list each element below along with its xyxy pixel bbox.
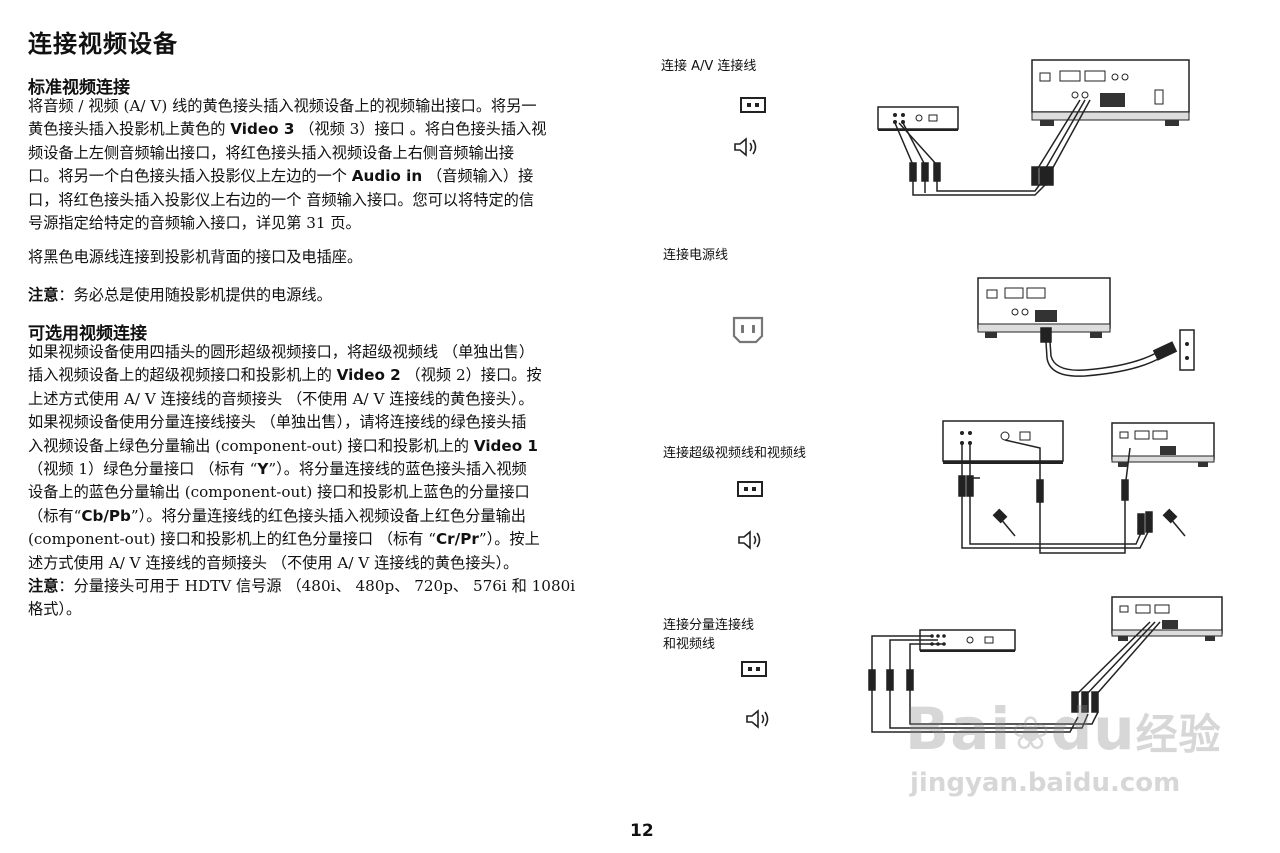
bold-term: Audio in — [351, 167, 423, 186]
standard-paragraph: 将音频 / 视频 (A/ V) 线的黄色接头插入视频设备上的视频输出接口。将另一… — [28, 95, 622, 235]
section-heading-standard: 标准视频连接 — [28, 78, 130, 98]
video-device-illustration — [877, 106, 959, 131]
text-line: 号源指定给特定的音频输入接口，详见第 31 页。 — [28, 214, 361, 233]
video-device-illustration — [919, 629, 1016, 652]
note-text: ：分量接头可用于 HDTV 信号源 （480i、 480p、 720p、 576… — [58, 577, 576, 595]
text-run: （视频 2）接口。按 — [400, 366, 542, 385]
text-line: （标有“Cb/Pb”）。将分量连接线的红色接头插入视频设备上红色分量输出 — [28, 505, 622, 528]
bold-term: Cr/Pr — [436, 530, 479, 549]
bold-term: Y — [257, 460, 269, 479]
caption-component-line1: 连接分量连接线 — [663, 618, 755, 633]
video-jack-icon — [737, 481, 763, 497]
component-connection-diagram — [868, 596, 1223, 733]
power-note: 注意：务必总是使用随投影机提供的电源线。 — [28, 284, 622, 307]
video-device-illustration — [942, 420, 1064, 464]
projector-illustration — [1111, 422, 1215, 467]
text-run: （音频输入）接 — [422, 167, 534, 186]
watermark-brand-cn: 经验 — [1135, 710, 1222, 759]
note-line: 注意：分量接头可用于 HDTV 信号源 （480i、 480p、 720p、 5… — [28, 575, 622, 598]
power-socket-icon — [732, 316, 764, 344]
caption-component-line2: 和视频线 — [663, 637, 716, 652]
note-line: 格式）。 — [28, 598, 622, 621]
text-line: 插入视频设备上的超级视频接口和投影机上的 Video 2 （视频 2）接口。按 — [28, 364, 622, 387]
text-line: 上述方式使用 A/ V 连接线的音频接头 （不使用 A/ V 连接线的黄色接头）… — [28, 389, 534, 408]
text-line: 设备上的蓝色分量输出 (component-out) 接口和投影机上蓝色的分量接… — [28, 483, 530, 502]
text-run: ”）。按上 — [478, 530, 540, 549]
page-title: 连接视频设备 — [28, 29, 178, 58]
watermark-brand: Bai — [905, 695, 1012, 763]
text-line: 如果视频设备使用四插头的圆形超级视频接口，将超级视频线 （单独出售） — [28, 343, 535, 361]
bold-term: Video 1 — [473, 436, 538, 455]
note-text: ：务必总是使用随投影机提供的电源线。 — [58, 286, 332, 304]
text-run: (component-out) 接口和投影机上的红色分量接口 （标有 “ — [28, 530, 437, 549]
speaker-icon — [738, 530, 761, 550]
watermark-logo: Bai❀du经验 — [905, 695, 1222, 763]
text-run: 口。将另一个白色接头插入投影仪上左边的一个 — [28, 167, 352, 186]
power-cable — [1040, 327, 1178, 377]
av-connection-diagram — [877, 59, 1190, 196]
power-connection-diagram — [977, 277, 1195, 377]
video-jack-icon — [740, 97, 766, 113]
bold-term: Video 3 — [230, 120, 295, 139]
text-line: 口，将红色接头插入投影仪上右边的一个 音频输入接口。您可以将特定的信 — [28, 190, 535, 209]
text-line: 将音频 / 视频 (A/ V) 线的黄色接头插入视频设备上的视频输出接口。将另一 — [28, 97, 537, 115]
caption-power: 连接电源线 — [663, 248, 729, 263]
bold-term: Video 2 — [336, 366, 401, 385]
video-jack-icon — [741, 661, 767, 677]
text-line: 入视频设备上绿色分量输出 (component-out) 接口和投影机上的 Vi… — [28, 435, 622, 458]
text-line: 述方式使用 A/ V 连接线的音频接头 （不使用 A/ V 连接线的黄色接头）。 — [28, 553, 519, 572]
text-line: （视频 1）绿色分量接口 （标有 “Y”）。将分量连接线的蓝色接头插入视频 — [28, 458, 622, 481]
bold-term: Cb/Pb — [81, 506, 131, 525]
section-heading-optional: 可选用视频连接 — [28, 324, 147, 344]
note-label: 注意 — [28, 286, 59, 304]
text-run: （标有“ — [28, 506, 82, 525]
projector-illustration — [1031, 59, 1190, 126]
text-run: （视频 3）接口 。将白色接头插入视 — [294, 120, 547, 139]
av-cable — [894, 99, 1091, 196]
text-line: 口。将另一个白色接头插入投影仪上左边的一个 Audio in （音频输入）接 — [28, 165, 622, 188]
text-line: 如果视频设备使用分量连接线接头 （单独出售），请将连接线的绿色接头插 — [28, 413, 527, 432]
text-line: 黄色接头插入投影机上黄色的 Video 3 （视频 3）接口 。将白色接头插入视 — [28, 118, 622, 141]
svideo-connection-diagram — [942, 420, 1215, 554]
note-text: 格式）。 — [28, 600, 82, 619]
svideo-cables — [958, 439, 1186, 554]
speaker-icon — [734, 137, 757, 157]
wall-outlet — [1179, 329, 1195, 371]
watermark-brand-tail: du — [1050, 695, 1136, 763]
caption-svideo: 连接超级视频线和视频线 — [663, 446, 807, 461]
note-label: 注意 — [28, 577, 59, 595]
optional-paragraph: 如果视频设备使用四插头的圆形超级视频接口，将超级视频线 （单独出售） 插入视频设备… — [28, 341, 622, 575]
paw-icon: ❀ — [1011, 706, 1051, 760]
text-run: （视频 1）绿色分量接口 （标有 “ — [28, 460, 258, 479]
component-cables — [868, 621, 1161, 733]
optional-note: 注意：分量接头可用于 HDTV 信号源 （480i、 480p、 720p、 5… — [28, 575, 622, 622]
text-line: 频设备上左侧音频输出接口，将红色接头插入视频设备上右侧音频输出接 — [28, 143, 514, 162]
text-run: ”）。将分量连接线的蓝色接头插入视频 — [268, 460, 527, 479]
page-number: 12 — [630, 821, 654, 841]
power-paragraph: 将黑色电源线连接到投影机背面的接口及电插座。 — [28, 248, 363, 266]
speaker-icon — [746, 709, 769, 729]
text-line: (component-out) 接口和投影机上的红色分量接口 （标有 “Cr/P… — [28, 528, 622, 551]
watermark-url: jingyan.baidu.com — [910, 768, 1181, 798]
text-run: 插入视频设备上的超级视频接口和投影机上的 — [28, 366, 337, 385]
caption-component: 连接分量连接线 和视频线 — [663, 616, 754, 654]
caption-av: 连接 A/V 连接线 — [661, 59, 757, 74]
projector-illustration — [1111, 596, 1223, 641]
text-run: 入视频设备上绿色分量输出 (component-out) 接口和投影机上的 — [28, 436, 474, 455]
text-run: 黄色接头插入投影机上黄色的 — [28, 120, 231, 139]
text-run: ”）。将分量连接线的红色接头插入视频设备上红色分量输出 — [130, 506, 526, 525]
